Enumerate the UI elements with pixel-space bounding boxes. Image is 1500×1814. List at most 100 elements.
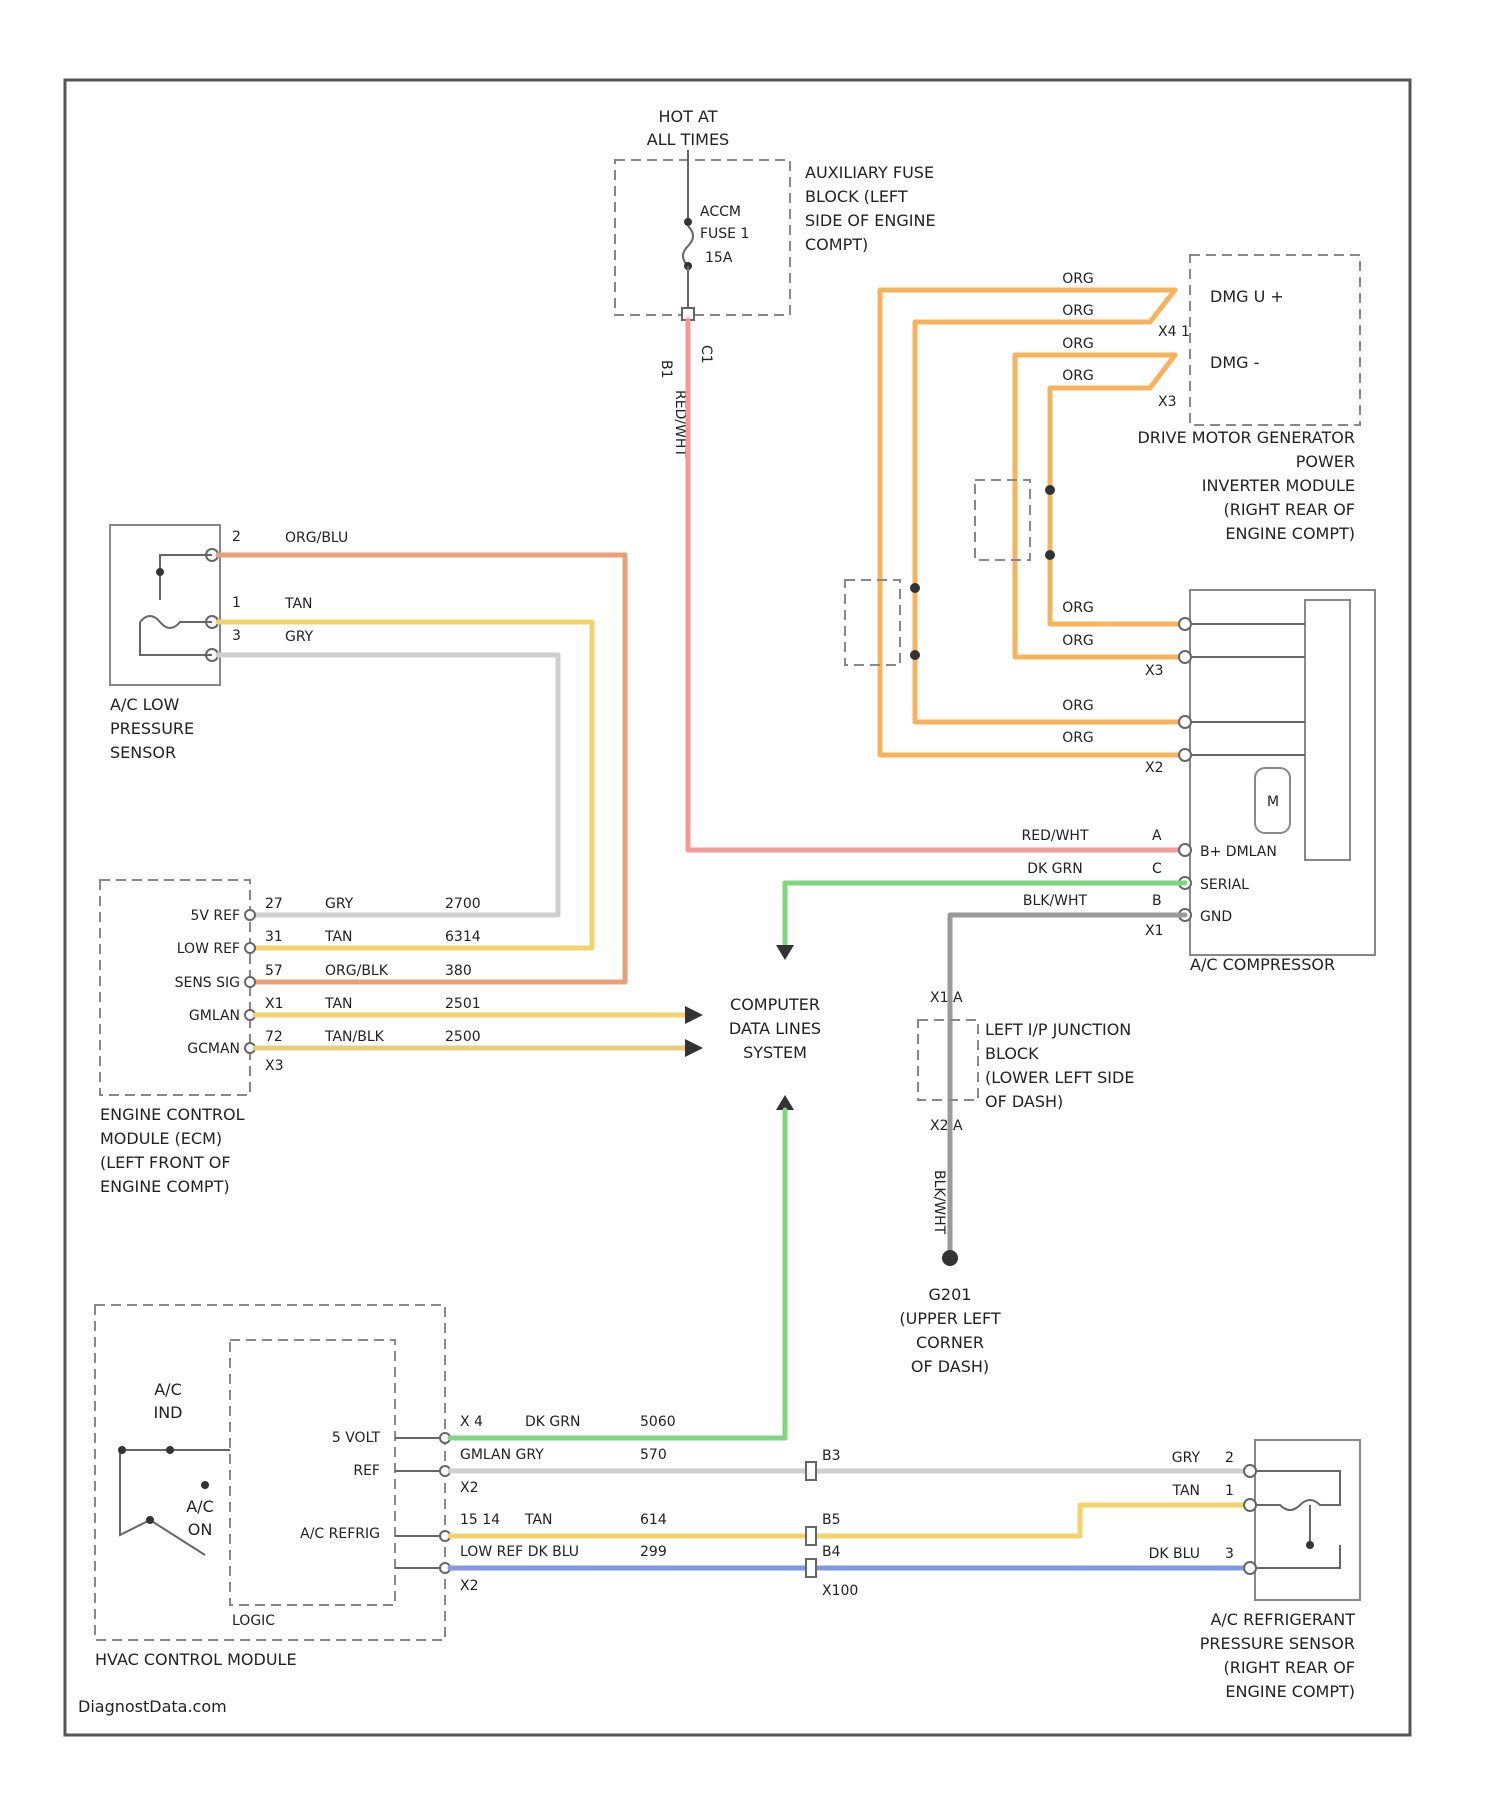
low-wire-3: GRY xyxy=(285,629,314,645)
switch-on-label-1: A/C xyxy=(186,1497,214,1516)
refrig-label-1: A/C REFRIGERANT xyxy=(1210,1610,1355,1629)
low-wire-1: TAN xyxy=(284,596,313,612)
aux-block-label-3: SIDE OF ENGINE xyxy=(805,211,936,230)
hvac-logic-label: LOGIC xyxy=(232,1613,275,1629)
junction-label-2: BLOCK xyxy=(985,1044,1039,1063)
inverter-label-5: ENGINE COMPT) xyxy=(1225,524,1355,543)
low-sensor-label-3: SENSOR xyxy=(110,743,176,762)
ecm-row-5-circuit: 2500 xyxy=(445,1029,481,1045)
inline-pin-b5: B5 xyxy=(822,1512,841,1528)
ecm-row-4-circuit: 2501 xyxy=(445,996,481,1012)
comp-pin-c: C xyxy=(1152,861,1162,877)
low-sensor-box xyxy=(110,525,220,685)
fuse-name: ACCM xyxy=(700,204,741,220)
arrow-gmlan xyxy=(685,1006,703,1024)
fuse-name-2: FUSE 1 xyxy=(700,226,749,242)
fuse-pin-c: C1 xyxy=(698,345,714,364)
hvac-row-4-circuit: 299 xyxy=(640,1544,667,1560)
wire-dk-grn-hvac xyxy=(450,1110,785,1438)
motor-label: M xyxy=(1267,794,1279,810)
computer-data-lines-system: COMPUTER DATA LINES SYSTEM xyxy=(729,995,821,1062)
comp-lower-wire-2: ORG xyxy=(1062,730,1094,746)
aux-block-label-2: BLOCK (LEFT xyxy=(805,187,908,206)
refrig-pin-2: 2 xyxy=(1225,1450,1234,1466)
wire-gry-5vref xyxy=(218,655,558,915)
inv-wire-label-1: ORG xyxy=(1062,271,1094,287)
ecm-row-3-wire: ORG/BLK xyxy=(325,963,389,979)
inverter-pin-2: X4 1 xyxy=(1158,324,1190,340)
ecm-row-4-name: GMLAN xyxy=(189,1008,240,1024)
ground-label-2: (UPPER LEFT xyxy=(899,1309,1001,1328)
ecm-conn: X3 xyxy=(265,1058,284,1074)
refrig-wire-dkblu: DK BLU xyxy=(1149,1546,1200,1562)
junction-label-4: OF DASH) xyxy=(985,1092,1063,1111)
low-sensor-label-2: PRESSURE xyxy=(110,719,194,738)
comp-lower-wire-1: ORG xyxy=(1062,698,1094,714)
ecm-row-2-name: LOW REF xyxy=(177,941,240,957)
junction-label-1: LEFT I/P JUNCTION xyxy=(985,1020,1131,1039)
hvac-io-ref: REF xyxy=(353,1463,380,1479)
datalines-label-1: COMPUTER xyxy=(730,995,820,1014)
inv-wire-label-3: ORG xyxy=(1062,336,1094,352)
ground-label-4: OF DASH) xyxy=(911,1357,989,1376)
hvac-row-2-pin: X2 xyxy=(460,1480,479,1496)
power-inverter-module: DMG U + X4 1 DMG - X3 DRIVE MOTOR GENERA… xyxy=(1062,255,1360,543)
switch-on-label-2: ON xyxy=(188,1520,213,1539)
ground-symbol xyxy=(942,1250,958,1266)
wire-red-wht xyxy=(688,320,1185,850)
comp-name-a: B+ DMLAN xyxy=(1200,844,1277,860)
comp-name-b: GND xyxy=(1200,909,1232,925)
ecm-row-1-wire: GRY xyxy=(325,896,354,912)
low-sensor-element xyxy=(140,555,212,655)
ecm-row-4-pin: X1 xyxy=(265,996,284,1012)
fuse-pin-b: B1 xyxy=(658,360,674,379)
comp-name-c: SERIAL xyxy=(1200,877,1249,893)
ecm-row-3-circuit: 380 xyxy=(445,963,472,979)
ecm-row-5-wire: TAN/BLK xyxy=(324,1029,385,1045)
junction-wire-color: BLK/WHT xyxy=(931,1170,947,1235)
comp-wire-a: RED/WHT xyxy=(1022,828,1089,844)
refrig-sensor-element xyxy=(1256,1471,1340,1568)
hvac-row-4-pin: X2 xyxy=(460,1578,479,1594)
compressor-inner xyxy=(1305,600,1350,860)
ecm-label-1: ENGINE CONTROL xyxy=(100,1105,245,1124)
ecm-label-4: ENGINE COMPT) xyxy=(100,1177,230,1196)
datalines-label-2: DATA LINES xyxy=(729,1019,821,1038)
ground-g201: G201 (UPPER LEFT CORNER OF DASH) xyxy=(899,1285,1001,1376)
comp-upper-conn: X3 xyxy=(1145,663,1164,679)
datalines-label-3: SYSTEM xyxy=(743,1043,807,1062)
junction-top-pins: X1 A xyxy=(930,990,963,1006)
hvac-row-3-pin: 15 14 xyxy=(460,1512,500,1528)
ecm-label-3: (LEFT FRONT OF xyxy=(100,1153,231,1172)
refrig-wire-tan: TAN xyxy=(1171,1483,1200,1499)
low-pin-2: 2 xyxy=(232,529,241,545)
comp-pin-b: B xyxy=(1152,893,1162,909)
fuse-block: HOT AT ALL TIMES ACCM FUSE 1 15A AUXILIA… xyxy=(615,107,936,457)
comp-upper-wire-1: ORG xyxy=(1062,600,1094,616)
refrig-wire-gry: GRY xyxy=(1172,1450,1201,1466)
inverter-label-1: DRIVE MOTOR GENERATOR xyxy=(1137,428,1355,447)
comp-wire-c: DK GRN xyxy=(1027,861,1082,877)
inv-wire-label-4: ORG xyxy=(1062,368,1094,384)
hvac-box xyxy=(95,1305,445,1640)
arrow-to-datalines-top xyxy=(776,945,794,960)
ecm-row-2-pin: 31 xyxy=(265,929,283,945)
inverter-pin-1: DMG U + xyxy=(1210,287,1284,306)
junction-label-3: (LOWER LEFT SIDE xyxy=(985,1068,1134,1087)
splice-box-2 xyxy=(845,580,900,665)
hvac-row-4-wire: LOW REF DK BLU xyxy=(460,1544,579,1560)
low-pin-1: 1 xyxy=(232,595,241,611)
ac-low-pressure-sensor: 2 1 3 ORG/BLU TAN GRY A/C LOW PRESSURE S… xyxy=(110,525,348,762)
refrig-sensor-box xyxy=(1255,1440,1360,1600)
switch-label-2: IND xyxy=(153,1403,182,1422)
ecm-row-4-wire: TAN xyxy=(324,996,353,1012)
ecm-row-3-pin: 57 xyxy=(265,963,283,979)
low-sensor-label-1: A/C LOW xyxy=(110,695,180,714)
ecm-row-2-wire: TAN xyxy=(324,929,353,945)
hvac-label: HVAC CONTROL MODULE xyxy=(95,1650,297,1669)
ecm-row-1-circuit: 2700 xyxy=(445,896,481,912)
hvac-row-2-wire: GMLAN GRY xyxy=(460,1447,544,1463)
refrig-label-3: (RIGHT REAR OF xyxy=(1223,1658,1355,1677)
hvac-row-1-circuit: 5060 xyxy=(640,1414,676,1430)
